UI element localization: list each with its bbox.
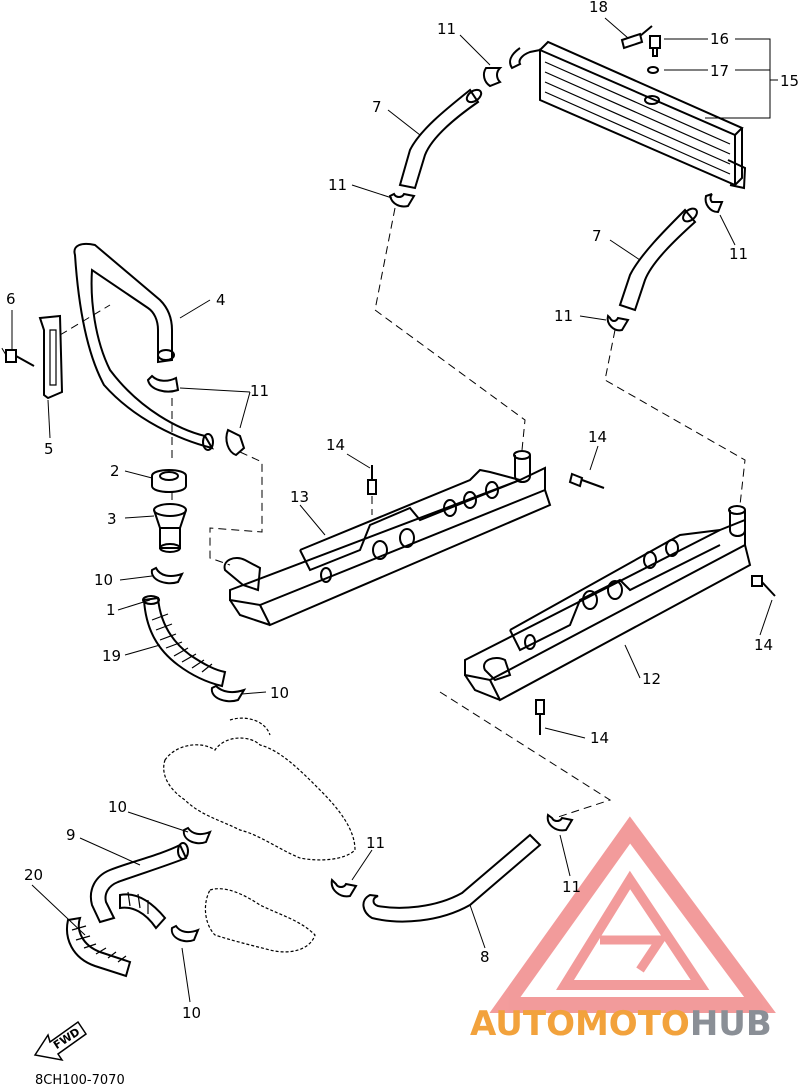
callout-14: 14: [588, 428, 607, 446]
callout-10: 10: [270, 684, 289, 702]
callout-11: 11: [250, 382, 269, 400]
callout-3: 3: [107, 510, 117, 528]
callout-11: 11: [366, 834, 385, 852]
callout-9: 9: [66, 826, 76, 844]
callout-20: 20: [24, 866, 43, 884]
callout-11: 11: [328, 176, 347, 194]
bracket-5: [38, 314, 64, 400]
engine-outline: [163, 717, 356, 953]
frame-13: [223, 450, 552, 627]
fwd-arrow: FWD: [33, 1020, 88, 1062]
callout-1: 1: [106, 601, 116, 619]
callout-14: 14: [754, 636, 773, 654]
callout-6: 6: [6, 290, 16, 308]
hose-7-upper: [398, 88, 483, 190]
clamp-11: [146, 67, 724, 898]
watermark-auto: AUTOMOTO: [470, 1004, 690, 1044]
assembly-lines: [0, 207, 746, 819]
callout-12: 12: [642, 670, 661, 688]
callout-14: 14: [590, 729, 609, 747]
callout-11: 11: [437, 20, 456, 38]
radiator-15: [509, 40, 747, 190]
callout-8: 8: [480, 948, 490, 966]
washer-17: [647, 66, 659, 74]
cap-2: [151, 469, 187, 493]
hose-20: [66, 891, 167, 978]
hose-19: [142, 595, 227, 688]
callout-4: 4: [216, 291, 226, 309]
callout-10: 10: [94, 571, 113, 589]
callout-2: 2: [110, 462, 120, 480]
fitting-3: [153, 503, 187, 553]
callout-7: 7: [592, 227, 602, 245]
frame-12: [464, 505, 752, 702]
bolt-16: [649, 35, 661, 57]
leader-lines: [11, 17, 778, 1003]
clamp-10: [150, 566, 247, 943]
callout-7: 7: [372, 98, 382, 116]
callouts: 11 7 11 18 16 17 15 7 11 11 6 4 5 11 2 3…: [6, 0, 799, 1022]
diagram-code: 8CH100-7070: [35, 1073, 125, 1086]
callout-13: 13: [290, 488, 309, 506]
rivet-14: [367, 465, 776, 735]
callout-11: 11: [562, 878, 581, 896]
watermark-hub: HUB: [690, 1004, 772, 1044]
hose-9: [90, 842, 189, 924]
callout-19: 19: [102, 647, 121, 665]
hose-8: [362, 833, 542, 923]
callout-17: 17: [710, 62, 729, 80]
callout-5: 5: [44, 440, 54, 458]
watermark-logo: [489, 816, 776, 1013]
callout-18: 18: [589, 0, 608, 16]
hose-7-right: [618, 207, 698, 312]
callout-16: 16: [710, 30, 729, 48]
callout-11: 11: [729, 245, 748, 263]
rivet-18: [620, 25, 653, 50]
pipe-4: [73, 242, 215, 451]
callout-11: 11: [554, 307, 573, 325]
callout-15: 15: [780, 72, 799, 90]
watermark-text: AUTOMOTOHUB: [470, 1004, 772, 1044]
callout-10: 10: [108, 798, 127, 816]
callout-14: 14: [326, 436, 345, 454]
bolt-6: [5, 349, 35, 367]
callout-10: 10: [182, 1004, 201, 1022]
